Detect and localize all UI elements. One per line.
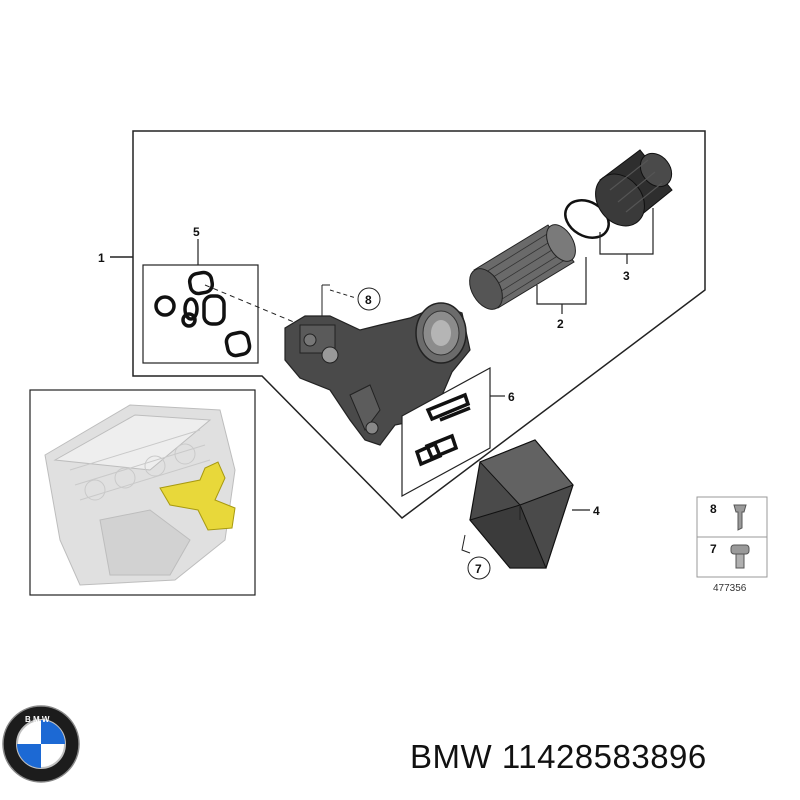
legend-item-top: 8 — [710, 502, 717, 516]
callout-3-bracket — [599, 208, 654, 264]
callout-8: 8 — [365, 293, 372, 307]
oil-cooler-cover — [469, 439, 574, 569]
part-number: 11428583896 — [501, 738, 707, 775]
callout-5: 5 — [193, 225, 200, 239]
callout-2-bracket — [536, 257, 587, 314]
filter-cap — [595, 149, 673, 227]
callout-6: 6 — [508, 390, 515, 404]
callout-3: 3 — [623, 269, 630, 283]
drawing-number: 477356 — [713, 583, 747, 594]
assembly-bracket-outline — [110, 130, 706, 519]
bmw-logo: B M W — [2, 705, 80, 783]
callout-4: 4 — [593, 504, 600, 518]
brand-name: BMW — [410, 738, 493, 775]
o-ring — [564, 199, 610, 239]
callout-1: 1 — [98, 251, 105, 265]
seal-kit-box — [142, 239, 259, 364]
engine-locator-inset — [29, 389, 256, 596]
filter-element — [469, 224, 576, 310]
fastener-legend — [696, 496, 768, 578]
callout-2: 2 — [557, 317, 564, 331]
legend-item-bottom: 7 — [710, 542, 717, 556]
highlighted-part — [159, 461, 236, 531]
callout-7: 7 — [475, 562, 482, 576]
part-label: BMW 11428583896 — [410, 738, 707, 776]
bolt-icon — [733, 504, 747, 531]
gasket-set-box — [401, 366, 505, 498]
screw-icon — [730, 544, 750, 569]
callout-7-bracket — [461, 534, 491, 580]
svg-text:B M W: B M W — [25, 715, 50, 724]
